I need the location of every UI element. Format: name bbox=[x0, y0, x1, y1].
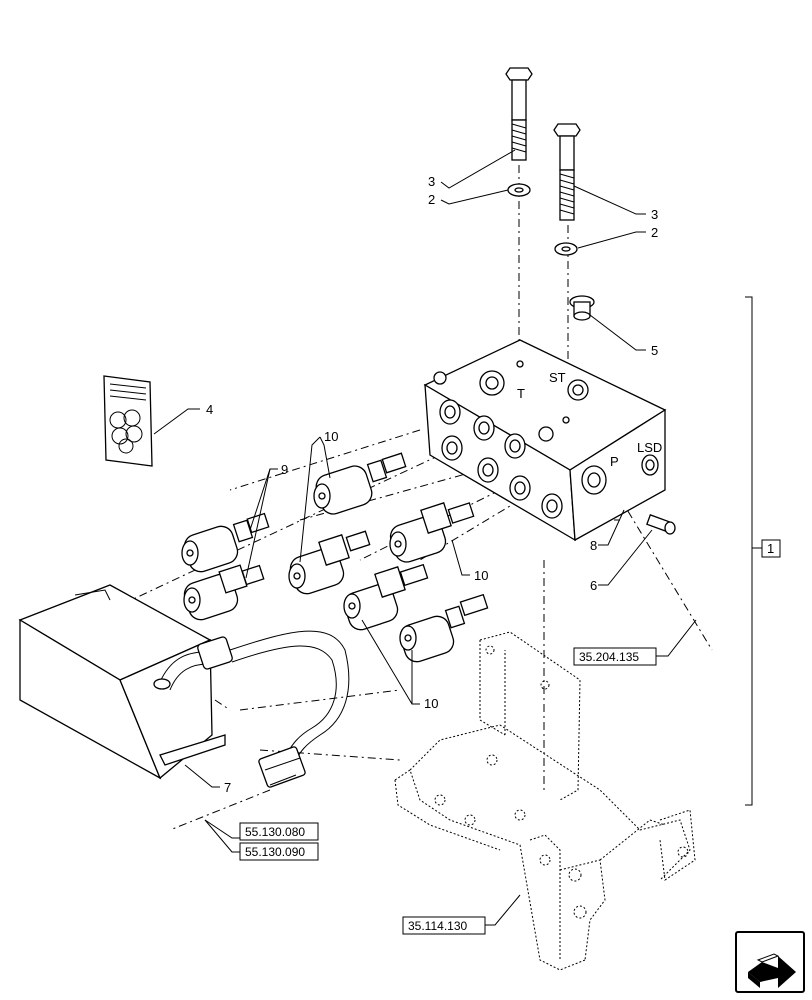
marking-t: T bbox=[517, 386, 525, 401]
mounting-bracket bbox=[394, 631, 696, 971]
callout-10-top: 10 bbox=[324, 429, 338, 444]
callout-5: 5 bbox=[651, 343, 658, 358]
marking-p: P bbox=[610, 454, 619, 469]
reference-label: 35.114.130 bbox=[408, 919, 467, 933]
next-page-arrow-icon[interactable] bbox=[735, 931, 805, 993]
callout-10-right: 10 bbox=[474, 568, 488, 583]
solenoid-valve-4 bbox=[288, 530, 371, 595]
callout-4: 4 bbox=[206, 402, 213, 417]
solenoid-valve-3 bbox=[183, 564, 265, 621]
callout-10-bottom: 10 bbox=[424, 696, 438, 711]
washer-left bbox=[507, 183, 531, 197]
reference-55-130-080[interactable]: 55.130.080 bbox=[239, 822, 319, 841]
seal-kit-bag bbox=[103, 375, 153, 467]
solenoid-valve-1 bbox=[313, 452, 407, 515]
reference-55-130-090[interactable]: 55.130.090 bbox=[239, 842, 319, 861]
bolt-left bbox=[505, 67, 533, 161]
callout-7: 7 bbox=[224, 780, 231, 795]
callout-3-right: 3 bbox=[651, 207, 658, 222]
washer-right bbox=[554, 242, 578, 256]
reference-35-204-135[interactable]: 35.204.135 bbox=[573, 647, 657, 666]
solenoid-valve-7 bbox=[399, 593, 489, 663]
marking-st: ST bbox=[549, 370, 566, 385]
callout-1: 1 bbox=[767, 541, 774, 556]
marking-lsd: LSD bbox=[637, 440, 662, 455]
callout-8: 8 bbox=[590, 538, 597, 553]
leader-lines bbox=[153, 149, 762, 926]
assembly-callout: 1 bbox=[761, 539, 781, 558]
solenoid-valve-2 bbox=[181, 512, 270, 573]
solenoid-valve-6 bbox=[343, 563, 429, 631]
callout-6: 6 bbox=[590, 578, 597, 593]
reference-label: 55.130.080 bbox=[245, 825, 305, 839]
callout-3-left: 3 bbox=[428, 174, 435, 189]
callout-2-right: 2 bbox=[651, 225, 658, 240]
valve-block: T ST P LSD bbox=[423, 339, 667, 542]
bolt-right bbox=[553, 123, 581, 221]
reference-35-114-130[interactable]: 35.114.130 bbox=[402, 916, 486, 935]
plug bbox=[569, 295, 595, 321]
harness-cover bbox=[18, 584, 226, 780]
reference-label: 55.130.090 bbox=[245, 845, 305, 859]
callout-9: 9 bbox=[281, 462, 288, 477]
fitting bbox=[646, 514, 676, 535]
solenoid-valve-5 bbox=[389, 502, 475, 563]
reference-label: 35.204.135 bbox=[579, 650, 639, 664]
callouts: 3 2 3 2 5 4 9 10 10 10 8 6 7 bbox=[206, 174, 658, 795]
wire-harness bbox=[153, 630, 350, 788]
callout-2-left: 2 bbox=[428, 192, 435, 207]
